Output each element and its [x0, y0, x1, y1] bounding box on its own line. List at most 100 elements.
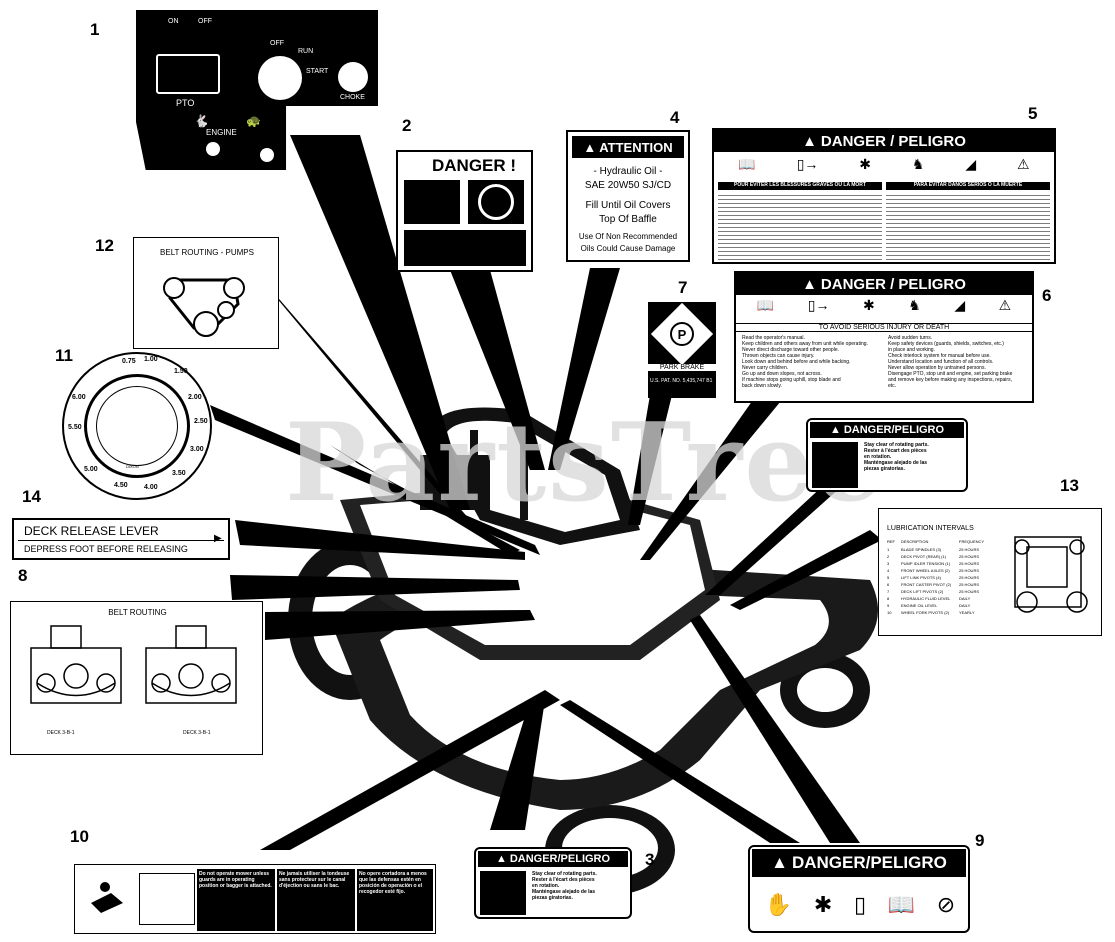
slope-icon: ◢: [954, 297, 966, 313]
oil-line2: SAE 20W50 SJ/CD: [584, 180, 672, 191]
table-cell: 1: [887, 547, 890, 552]
hole-left: [206, 142, 220, 156]
choke-label: CHOKE: [340, 94, 365, 101]
rotating-blade-icon: [480, 871, 526, 915]
danger9-header: ▲DANGER/PELIGRO: [752, 849, 966, 877]
lube-title: LUBRICATION INTERVALS: [887, 525, 974, 532]
hole-right: [260, 148, 274, 162]
tick-label: 5.00: [84, 466, 98, 473]
table-cell: 25 HOURS: [959, 589, 980, 594]
tick-label: 5.50: [68, 424, 82, 431]
danger6-header: ▲DANGER / PELIGRO: [736, 273, 1032, 295]
text-line: Manténgase alejado de las: [532, 889, 596, 895]
callout-13: 13: [1060, 476, 1079, 495]
on-label: ON: [168, 18, 179, 25]
pictogram-row-9: ✋ ✱ ▯ 📖 ⊘: [754, 885, 966, 925]
table-cell: 5: [887, 575, 890, 580]
list-item: Go up and down slopes, not across.: [742, 371, 822, 377]
parking-brake-icon: P: [670, 322, 694, 346]
deflector-icon: [139, 873, 195, 925]
danger3a-title: DANGER/PELIGRO: [843, 424, 945, 436]
bystander-icon: ♞: [908, 297, 921, 313]
warning-icon: ▲: [802, 275, 817, 293]
list-item: back down slowly.: [742, 383, 782, 389]
callout-7: 7: [678, 278, 688, 297]
table-cell: 25 HOURS: [959, 561, 980, 566]
pto-label: PTO: [176, 98, 195, 108]
warning-icon: ▲: [495, 853, 507, 865]
table-cell: 8: [887, 596, 890, 601]
attention-title: ATTENTION: [599, 139, 673, 155]
oil-line3: Fill Until Oil Covers: [585, 200, 671, 211]
table-cell: DAILY: [959, 603, 971, 608]
list-item: Disengage PTO, stop unit and engine, set…: [888, 371, 1013, 377]
danger6-right-list: Avoid sudden turns. Keep safety devices …: [888, 335, 1030, 389]
tick-label: 2.00: [188, 394, 202, 401]
table-cell: 25 HOURS: [959, 547, 980, 552]
rotating-blade-icon: [812, 442, 858, 488]
list-item: If machine stops going uphill, stop blad…: [742, 377, 841, 383]
guard-text-english: Do not operate mower unless guards are i…: [197, 869, 275, 931]
deck-release-line1: DECK RELEASE LEVER: [24, 524, 159, 538]
key-removal-icon: ▯→: [796, 156, 819, 172]
decal-height-dial: 0.75 1.00 1.50 2.00 2.50 3.00 3.50 4.00 …: [62, 352, 212, 500]
danger9-title: DANGER/PELIGRO: [791, 853, 947, 872]
callout-3b: 3: [645, 850, 655, 869]
key-removal-icon: ▯→: [807, 297, 830, 313]
text-line: piezas giratorias.: [864, 466, 905, 472]
battery-icon: [404, 180, 460, 224]
list-item: Keep safety devices (guards, shields, sw…: [888, 341, 1004, 347]
thrown-object-icon: ✱: [862, 297, 875, 313]
callout-10: 10: [70, 827, 89, 846]
guard-text-spanish: No opere cortadora a menos que las defen…: [357, 869, 433, 931]
tick-label: 4.00: [144, 484, 158, 491]
table-cell: WHEEL FORK PIVOTS (2): [901, 610, 950, 615]
attention-header: ▲ATTENTION: [572, 136, 684, 158]
list-item: Look down and behind before and while ba…: [742, 359, 851, 365]
callout-14: 14: [22, 487, 41, 506]
text-line: piezas giratorias.: [532, 895, 573, 901]
arrow-right-icon: ▶: [214, 533, 222, 544]
oil-line5: Use Of Non Recommended: [578, 232, 678, 241]
spanish-text: [886, 192, 1050, 260]
decal-belt-routing-pumps: BELT ROUTING - PUMPS: [133, 237, 279, 349]
list-item: in place and working.: [888, 347, 935, 353]
table-cell: 2: [887, 554, 890, 559]
pto-switch: [156, 54, 220, 94]
danger3b-title: DANGER/PELIGRO: [509, 853, 611, 865]
list-item: etc.: [888, 383, 897, 389]
thrown-object-icon: ✱: [859, 156, 872, 172]
guard-text-french: Ne jamais utiliser la tondeuse sans prot…: [277, 869, 355, 931]
oil-line6: Oils Could Cause Damage: [580, 244, 676, 253]
lube-col-freq: FREQUENCY: [959, 539, 985, 544]
run-label: RUN: [298, 48, 314, 55]
tick-label: 3.00: [190, 446, 204, 453]
table-cell: 6: [887, 582, 890, 587]
danger3a-header: ▲DANGER/PELIGRO: [810, 422, 964, 438]
pictogram-row: 📖 ▯→ ✱ ♞ ◢ ⚠: [718, 156, 1050, 178]
callout-12: 12: [95, 236, 114, 255]
text-line: Stay clear of rotating parts.: [532, 871, 597, 877]
warning-icon: ▲: [583, 139, 597, 155]
tick-label: 0.75: [122, 358, 136, 365]
callout-4: 4: [670, 108, 680, 127]
warning-icon: ▲: [829, 424, 841, 436]
table-cell: 10: [887, 610, 892, 615]
key-switch: [258, 56, 302, 100]
hand-blade-icon: ✋: [764, 892, 793, 917]
danger3b-text: Stay clear of rotating parts. Rester à l…: [532, 871, 628, 901]
oil-line1: - Hydraulic Oil -: [593, 166, 663, 177]
table-cell: DAILY: [959, 596, 971, 601]
table-cell: 25 HOURS: [959, 568, 980, 573]
danger5-title: DANGER / PELIGRO: [820, 132, 966, 150]
decal-rotating-parts-lower: ▲DANGER/PELIGRO Stay clear of rotating p…: [474, 847, 632, 919]
danger3a-text: Stay clear of rotating parts. Rester à l…: [864, 442, 964, 472]
deck-caption-1: DECK 3-B-1: [47, 730, 75, 736]
callout-1: 1: [90, 20, 100, 39]
bystander-icon: ♞: [911, 156, 925, 172]
lube-col-desc: DESCRIPTION: [901, 539, 929, 544]
explosion-icon: [404, 230, 526, 266]
danger3b-header: ▲DANGER/PELIGRO: [478, 851, 628, 867]
